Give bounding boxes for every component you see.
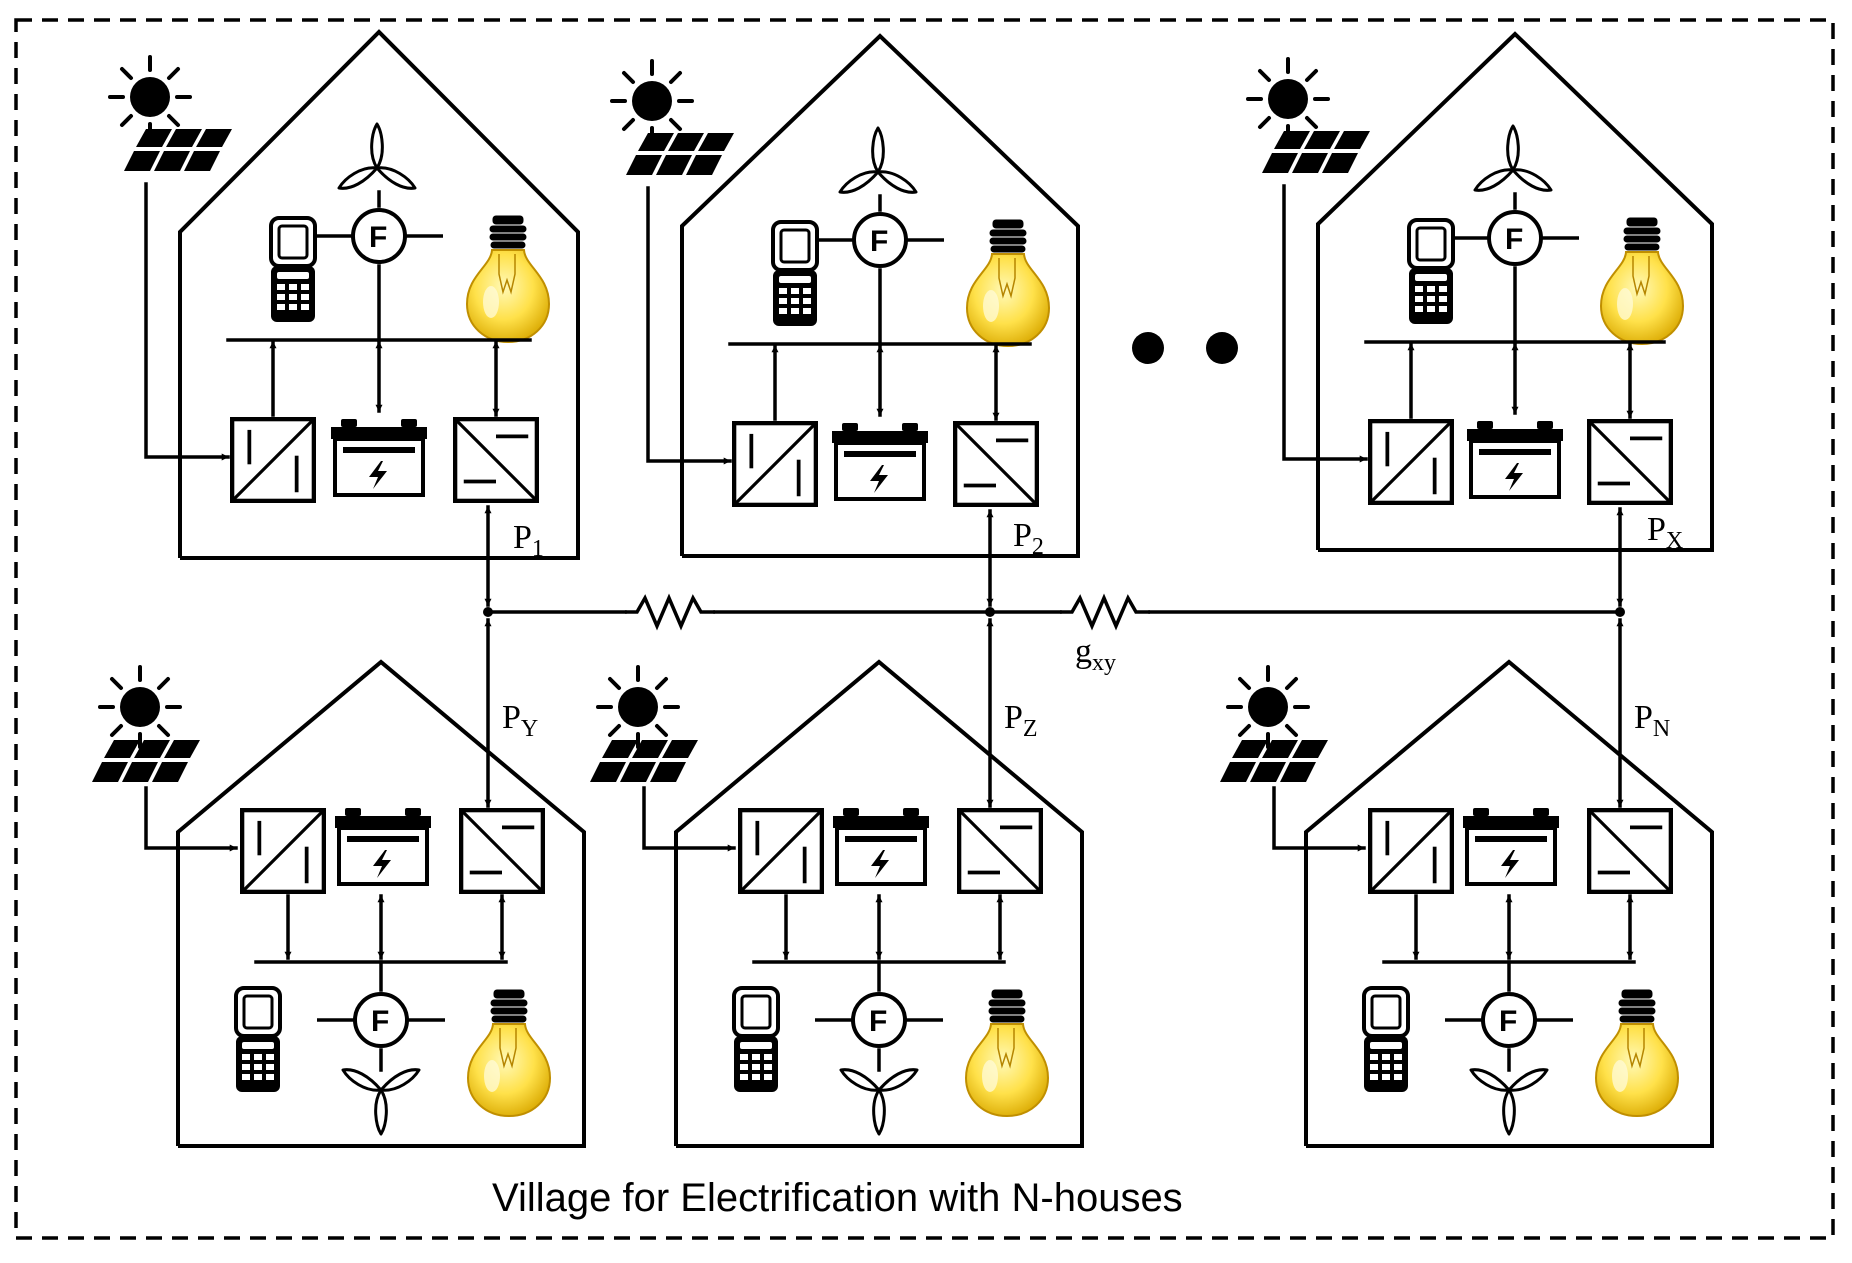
line-resistor-icon <box>623 596 717 628</box>
pv-feed-arrow <box>1282 184 1368 463</box>
dc-dc-converter-icon <box>232 419 314 501</box>
solar-panel-icon <box>590 740 698 782</box>
battery-icon <box>1463 808 1559 884</box>
house-outline <box>178 29 580 560</box>
more-houses-ellipsis <box>1132 332 1238 364</box>
village-boundary <box>14 18 1835 1240</box>
generator-label: F <box>369 221 387 254</box>
pv-feed-arrow <box>646 186 732 465</box>
wind-turbine-icon <box>1473 124 1553 192</box>
light-bulb-icon <box>467 989 551 1117</box>
generator-label: F <box>371 1005 389 1038</box>
battery-icon <box>331 419 427 495</box>
light-bulb-icon <box>965 989 1049 1117</box>
dc-dc-converter-icon <box>740 810 822 892</box>
mobile-phone-icon <box>269 216 317 324</box>
mobile-phone-icon <box>771 220 819 328</box>
line-conductance-label: gxy <box>1075 633 1116 676</box>
mobile-phone-icon <box>1362 986 1410 1094</box>
house-z: F PZ <box>590 618 1084 1148</box>
solar-panel-icon <box>626 133 734 175</box>
house-power-label: PY <box>502 699 538 742</box>
house-x: F PX <box>1246 31 1714 607</box>
light-bulb-icon <box>466 215 550 343</box>
house-2: F P2 <box>610 33 1080 607</box>
house-n: F PN <box>1220 618 1714 1148</box>
solar-panel-icon <box>1262 131 1370 173</box>
wind-turbine-icon <box>337 122 417 190</box>
mobile-phone-icon <box>732 986 780 1094</box>
solar-panel-icon <box>92 740 200 782</box>
village-grid-bus <box>483 596 1625 628</box>
battery-icon <box>1467 421 1563 497</box>
line-resistor-icon <box>1058 596 1152 628</box>
battery-icon <box>833 808 929 884</box>
sun-icon <box>1246 57 1330 141</box>
wind-turbine-icon <box>839 1068 919 1136</box>
inverter-icon <box>955 423 1037 505</box>
dc-dc-converter-icon <box>242 810 324 892</box>
generator-label: F <box>1505 223 1523 256</box>
sun-icon <box>610 59 694 143</box>
wind-turbine-icon <box>838 126 918 194</box>
pv-feed-arrow <box>642 786 736 852</box>
dc-dc-converter-icon <box>1370 810 1452 892</box>
sun-icon <box>98 665 182 749</box>
battery-icon <box>832 423 928 499</box>
diagram-caption: Village for Electrification with N-house… <box>492 1176 1183 1220</box>
generator-label: F <box>1499 1005 1517 1038</box>
pv-feed-arrow <box>144 786 238 852</box>
house-outline <box>1304 659 1714 1148</box>
mobile-phone-icon <box>234 986 282 1094</box>
inverter-icon <box>959 810 1041 892</box>
house-outline <box>176 659 586 1148</box>
inverter-icon <box>1589 810 1671 892</box>
house-outline <box>674 659 1084 1148</box>
house-power-label: PX <box>1647 511 1683 554</box>
generator-label: F <box>869 1005 887 1038</box>
pv-feed-arrow <box>1272 786 1366 852</box>
generator-label: F <box>870 225 888 258</box>
battery-icon <box>335 808 431 884</box>
inverter-icon <box>461 810 543 892</box>
light-bulb-icon <box>1600 217 1684 345</box>
wind-turbine-icon <box>341 1068 421 1136</box>
sun-icon <box>596 665 680 749</box>
dc-dc-converter-icon <box>734 423 816 505</box>
wind-turbine-icon <box>1469 1068 1549 1136</box>
sun-icon <box>108 55 192 139</box>
inverter-icon <box>455 419 537 501</box>
pv-feed-arrow <box>144 182 230 461</box>
house-outline <box>1316 31 1714 552</box>
solar-panel-icon <box>124 129 232 171</box>
dc-dc-converter-icon <box>1370 421 1452 503</box>
inverter-icon <box>1589 421 1671 503</box>
light-bulb-icon <box>966 219 1050 347</box>
sun-icon <box>1226 665 1310 749</box>
house-outline <box>680 33 1080 558</box>
mobile-phone-icon <box>1407 218 1455 326</box>
house-power-label: PZ <box>1004 699 1038 742</box>
solar-panel-icon <box>1220 740 1328 782</box>
house-power-label: PN <box>1634 699 1670 742</box>
house-power-label: P2 <box>1013 517 1044 560</box>
house-1: F P1 <box>108 29 580 607</box>
light-bulb-icon <box>1595 989 1679 1117</box>
house-power-label: P1 <box>513 519 544 562</box>
house-y: F PY <box>92 618 586 1148</box>
